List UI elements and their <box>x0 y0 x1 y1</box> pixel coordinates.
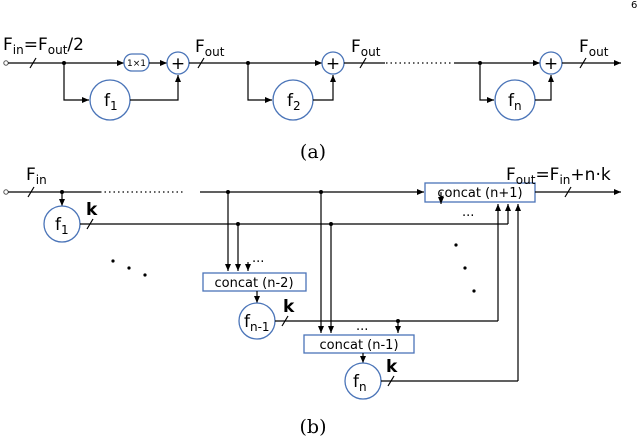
b-k-n: k <box>386 357 398 377</box>
fout-label-1: Fout <box>195 37 225 59</box>
b-ellipsis-n2: ... <box>252 251 264 266</box>
fout-label-2: Fout <box>351 37 381 59</box>
diagram-b: Fin concat (n+1) Fout=Fin+n·k f1 k ... <box>3 165 621 438</box>
caption-a: (a) <box>300 141 326 163</box>
b-ellipsis-n1: ... <box>356 319 368 334</box>
b-fn-label: fn <box>353 372 367 394</box>
fn-label: fn <box>508 91 522 113</box>
b-ellipsis-top: ... <box>462 205 474 220</box>
b-input-label: Fin <box>26 165 47 187</box>
concat-n-plus-1-label: concat (n+1) <box>437 186 522 201</box>
b-f1-label: f1 <box>55 215 69 237</box>
plus-sign-n: + <box>544 54 558 74</box>
b-k-n-1: k <box>283 297 295 317</box>
concat-n-1-label: concat (n-1) <box>319 338 398 353</box>
b-input-terminal <box>3 189 9 195</box>
f2-label: f2 <box>287 91 301 113</box>
f1-label: f1 <box>104 91 118 113</box>
b-k-1: k <box>86 200 98 220</box>
page-number: 6 <box>631 0 637 11</box>
plus-sign-1: + <box>171 54 185 74</box>
b-fn-1-label: fn-1 <box>244 312 270 334</box>
conv-1x1-label: 1×1 <box>127 59 146 69</box>
concat-n-2-label: concat (n-2) <box>214 276 293 291</box>
fout-label-3: Fout <box>579 37 609 59</box>
b-output-label: Fout=Fin+n·k <box>506 165 611 187</box>
input-terminal <box>3 60 9 66</box>
concat-n-1-box <box>303 334 415 354</box>
plus-sign-2: + <box>326 54 340 74</box>
diagram-a: Fin=Fout/2 1×1 + f1 Fout + f2 Fout <box>3 35 621 163</box>
concat-n-2-box <box>202 272 307 292</box>
caption-b: (b) <box>300 416 327 438</box>
a-input-label: Fin=Fout/2 <box>3 35 84 57</box>
